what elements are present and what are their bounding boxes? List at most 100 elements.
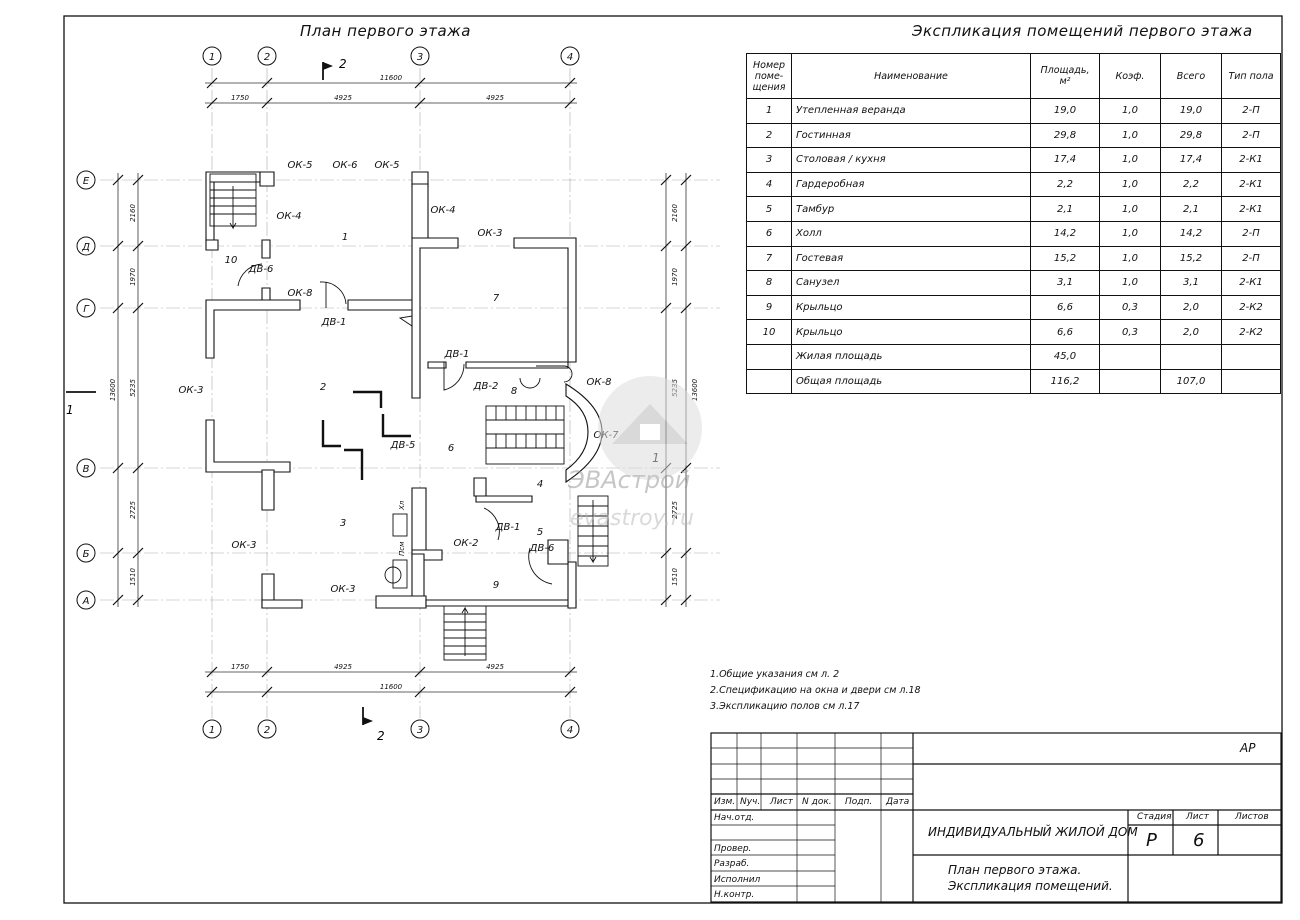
cell-name: Гардеробная [791,171,1031,198]
dim-bottom-1: 1750 [231,663,249,671]
plan-title: План первого этажа [300,22,471,40]
table-row: 1 Утепленная веранда 19,0 1,0 19,0 2-П [746,98,1281,124]
cell-coef: 1,0 [1099,98,1161,124]
note-2: 2.Спецификацию на окна и двери см л.18 [710,685,921,696]
stamp-role-control: Н.контр. [714,890,755,900]
room-6: 6 [448,443,454,454]
room-4: 4 [537,479,543,490]
stamp-sheet: 6 [1193,830,1205,851]
cell-coef: 1,0 [1099,122,1161,149]
axis-y-v: В [83,464,90,475]
stamp-role-check: Провер. [714,844,752,854]
cell-number: 2 [746,122,792,149]
cell-total: 2,2 [1160,171,1222,198]
cell-number: 6 [746,220,792,247]
dim-bottom-3: 4925 [486,663,504,671]
label-ok8-a: ОК-8 [288,288,313,299]
cell-number: 1 [746,98,792,124]
cell-coef: 1,0 [1099,245,1161,272]
label-dv1-a: ДВ-1 [321,317,347,328]
cell-name: Холл [791,220,1031,247]
label-ok5-b: ОК-5 [375,160,400,171]
header-name: Наименование [791,53,1031,99]
total-area-value: 116,2 [1030,368,1100,395]
label-dv6-a: ДВ-6 [248,264,274,275]
stamp-doc-title-1: План первого этажа. [948,863,1082,877]
label-ok5-a: ОК-5 [288,160,313,171]
dim-right-5: 1510 [671,568,679,586]
label-dv1-b: ДВ-1 [444,349,470,360]
cell-coef: 1,0 [1099,196,1161,222]
cell-floor-type: 2-К2 [1221,319,1281,345]
cell-coef: 0,3 [1099,319,1161,345]
section-mark-top: 2 [339,57,347,71]
dim-total-top: 11600 [380,74,403,82]
header-total: Всего [1160,53,1222,99]
stamp-role-exec: Исполнил [714,875,761,885]
cell-number: 4 [746,171,792,198]
note-3: 3.Экспликацию полов см л.17 [710,701,860,712]
cell-number: 8 [746,270,792,296]
cell-coef: 1,0 [1099,171,1161,198]
table-row: 2 Гостинная 29,8 1,0 29,8 2-П [746,122,1281,149]
explication-title: Экспликация помещений первого этажа [912,22,1253,40]
dim-left-4: 2725 [129,501,137,519]
cell-area: 17,4 [1030,147,1100,173]
living-area-row: Жилая площадь 45,0 [746,343,1281,370]
cell-coef: 1,0 [1099,220,1161,247]
cell-area: 2,1 [1030,196,1100,222]
room-8: 8 [511,386,517,397]
cell-area: 29,8 [1030,122,1100,149]
stamp-col-sign: Подп. [845,797,873,807]
cell-area: 19,0 [1030,98,1100,124]
axis-x-2: 2 [264,52,270,63]
label-fridge: Хл [398,500,406,511]
cell-area: 15,2 [1030,245,1100,272]
label-dv2: ДВ-2 [473,381,499,392]
general-notes: 1.Общие указания см л. 2 2.Спецификацию … [710,667,921,715]
watermark-site: evastroy.ru [570,506,694,531]
stamp-col-date: Дата [886,797,910,807]
section-mark-bottom: 2 [377,729,385,743]
axis-x-1-bottom: 1 [209,725,215,736]
cell-floor-type: 2-К2 [1221,294,1281,321]
stamp-doc-title-2: Экспликация помещений. [948,879,1113,893]
cell-area: 6,6 [1030,319,1100,345]
dim-right-4: 2725 [671,501,679,519]
stamp-stage: Р [1146,830,1157,851]
dim-right-total: 13600 [691,378,699,401]
cell-floor-type: 2-П [1221,245,1281,272]
cell-floor-type: 2-К1 [1221,147,1281,173]
dim-left-5: 1510 [129,568,137,586]
title-block [710,732,1282,903]
room-3: 3 [340,518,346,529]
label-dv6-b: ДВ-6 [529,543,555,554]
cell-name: Гостевая [791,245,1031,272]
room-5: 5 [537,527,543,538]
cell-total: 3,1 [1160,270,1222,296]
cell-total: 15,2 [1160,245,1222,272]
cell-area: 14,2 [1030,220,1100,247]
label-ok6: ОК-6 [333,160,358,171]
axis-x-3-bottom: 3 [417,725,423,736]
cell-name: Санузел [791,270,1031,296]
label-ok8-b: ОК-8 [587,377,612,388]
axis-x-4: 4 [567,52,573,63]
table-row: 5 Тамбур 2,1 1,0 2,1 2-К1 [746,196,1281,222]
axis-y-a: А [82,596,90,607]
stamp-role-head: Нач.отд. [714,813,755,823]
cell-floor-type: 2-П [1221,98,1281,124]
cell-number: 3 [746,147,792,173]
dim-total-bottom: 11600 [380,683,403,691]
table-header-row: Номер поме-щения Наименование Площадь, м… [746,53,1281,99]
label-ok4-a: ОК-4 [277,211,302,222]
cell-total: 2,0 [1160,319,1222,345]
label-dv5: ДВ-5 [390,440,416,451]
cell-total: 2,1 [1160,196,1222,222]
cell-number: 7 [746,245,792,272]
axis-y-g: Г [83,304,90,315]
stamp-sheet-label: Лист [1186,812,1209,822]
total-area-label: Общая площадь [791,368,1031,395]
stamp-stage-label: Стадия [1137,812,1172,822]
